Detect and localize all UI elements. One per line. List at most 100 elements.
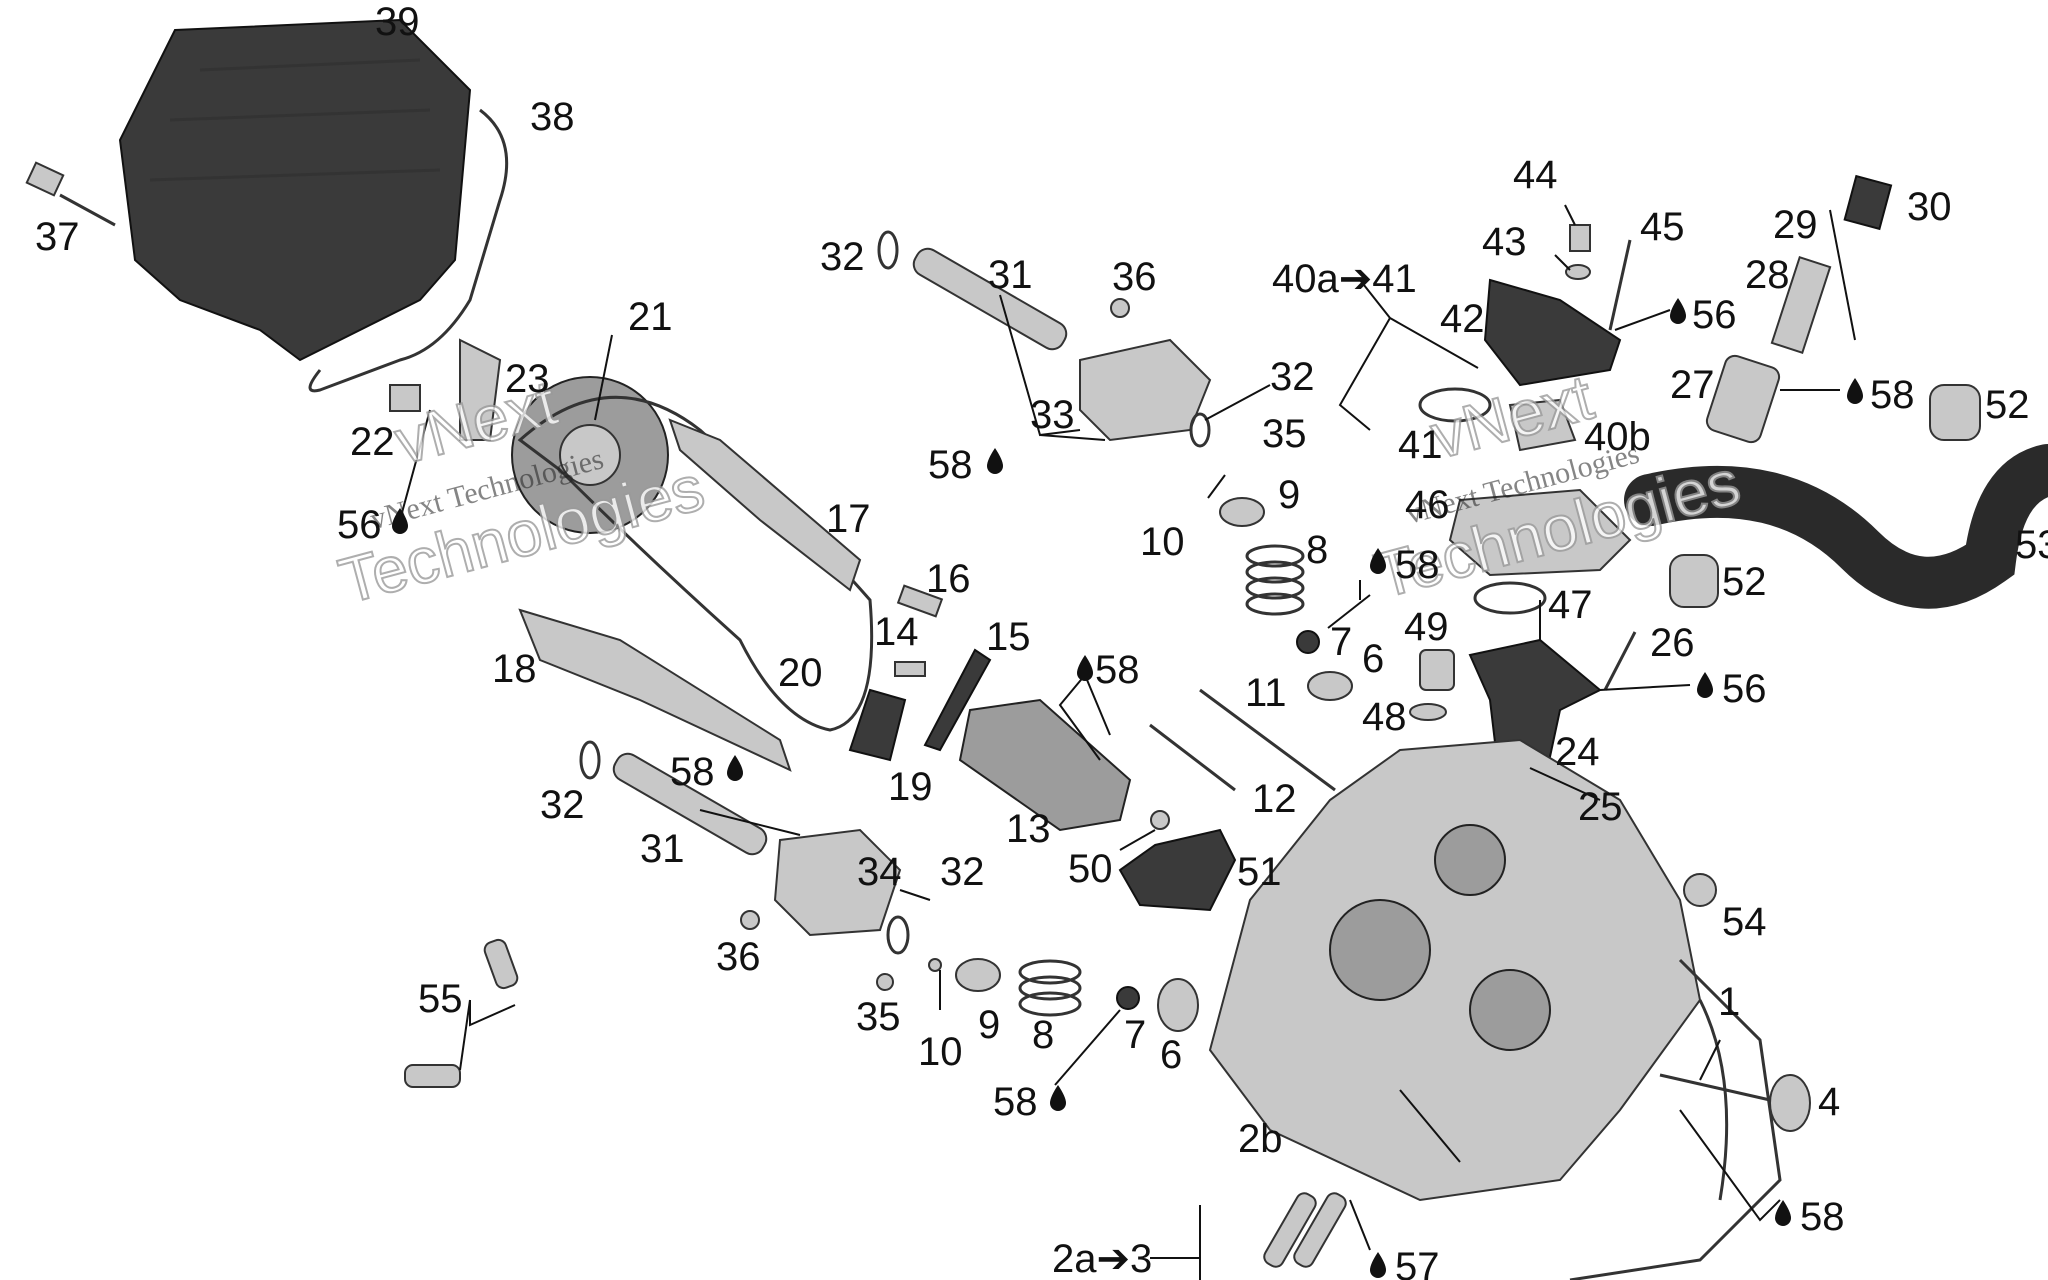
washer-upper-part <box>1307 671 1353 701</box>
tube-27-part <box>1705 354 1781 444</box>
tube-28-part <box>1770 255 1832 355</box>
oil-drop-icon <box>1670 298 1686 324</box>
callout-31: 31 <box>988 253 1033 297</box>
callout-58-e: 58 <box>993 1080 1038 1124</box>
callout-29: 29 <box>1773 203 1818 247</box>
tensioner-guide-part <box>518 608 792 772</box>
bolt-44-part <box>1569 224 1591 252</box>
oil-drop-icon <box>1370 1252 1386 1278</box>
hose-53-part <box>1624 444 2048 609</box>
clamp-52b-part <box>1669 554 1719 608</box>
callout-39: 39 <box>375 0 420 44</box>
callout-2a-to-3: 2a➔3 <box>1052 1237 1152 1280</box>
callout-57: 57 <box>1395 1245 1440 1280</box>
callout-58-c: 58 <box>1095 648 1140 692</box>
callout-53: 53 <box>2015 523 2048 567</box>
callout-50: 50 <box>1068 847 1113 891</box>
callout-58-g: 58 <box>1800 1195 1845 1239</box>
callout-35-b: 35 <box>856 995 901 1039</box>
callout-6-b: 6 <box>1160 1033 1182 1077</box>
clamp-52a-part <box>1929 384 1981 441</box>
callout-54: 54 <box>1722 900 1767 944</box>
callout-21: 21 <box>628 295 673 339</box>
oil-drop-icon <box>1050 1085 1066 1111</box>
oring-41-part <box>1418 387 1492 423</box>
callout-49: 49 <box>1404 605 1449 649</box>
oil-drop-icon <box>1077 655 1093 681</box>
callout-34: 34 <box>857 850 902 894</box>
callout-24: 24 <box>1555 730 1600 774</box>
thermostat-housing-part <box>1483 278 1622 387</box>
callout-1: 1 <box>1718 980 1740 1024</box>
adjuster-lower-part <box>876 973 894 991</box>
seal-lower-part <box>1116 986 1140 1010</box>
callout-58: 58 <box>928 443 973 487</box>
callout-51: 51 <box>1237 850 1282 894</box>
oil-drop-icon <box>1847 378 1863 404</box>
block-19-part <box>848 688 907 762</box>
callout-8-b: 8 <box>1032 1013 1054 1057</box>
callout-18: 18 <box>492 647 537 691</box>
callout-4: 4 <box>1818 1080 1840 1124</box>
sensor-51-part <box>1118 828 1237 912</box>
callout-36: 36 <box>1112 255 1157 299</box>
bolt-26-part <box>1603 631 1637 691</box>
washer-lower-part <box>1157 978 1199 1032</box>
callout-36-b: 36 <box>716 935 761 979</box>
callout-58-d: 58 <box>670 750 715 794</box>
long-bolt-12-part <box>1149 723 1236 792</box>
plug-49-part <box>1419 649 1455 691</box>
oil-drop-icon <box>1775 1200 1791 1226</box>
screw-50-part <box>1150 810 1170 830</box>
seal-upper-part <box>1296 630 1320 654</box>
washer-43-part <box>1565 264 1591 280</box>
leader-lines <box>399 204 1856 1280</box>
plug-54-part <box>1683 873 1717 907</box>
callout-40b: 40b <box>1584 415 1651 459</box>
spring-lower-part <box>1018 959 1082 1017</box>
retainer-lower-part <box>955 958 1001 992</box>
callout-23: 23 <box>505 357 550 401</box>
rocker-arm-lower-part <box>773 828 902 937</box>
callout-37: 37 <box>35 215 80 259</box>
oil-drop-icon <box>1370 548 1386 574</box>
plate-15-part <box>923 648 992 752</box>
housing-46-part <box>1448 488 1632 577</box>
spring-upper-part <box>1245 544 1305 616</box>
callout-17: 17 <box>826 497 871 541</box>
callout-47: 47 <box>1548 583 1593 627</box>
callout-26: 26 <box>1650 621 1695 665</box>
timing-chain-part <box>517 395 874 732</box>
callout-10: 10 <box>1140 520 1185 564</box>
callout-44: 44 <box>1513 153 1558 197</box>
keeper-lower-part <box>928 958 942 972</box>
callout-32-c: 32 <box>540 783 585 827</box>
callout-43: 43 <box>1482 220 1527 264</box>
retainer-upper-part <box>1219 497 1265 527</box>
callout-labels: 39 38 37 21 23 22 56 17 16 14 15 18 20 1… <box>35 0 2048 1280</box>
callout-10-b: 10 <box>918 1030 963 1074</box>
washer-48-part <box>1409 703 1447 721</box>
thermostat-40b-part <box>1508 398 1577 452</box>
callout-42: 42 <box>1440 297 1485 341</box>
callout-31-b: 31 <box>640 827 685 871</box>
chain-guide-part <box>668 418 862 592</box>
dowel-top-part <box>483 938 519 990</box>
valve-cover-part <box>118 18 472 362</box>
callout-46: 46 <box>1405 483 1450 527</box>
oil-drop-icon <box>392 508 408 534</box>
callout-13: 13 <box>1006 807 1051 851</box>
oring-47-part <box>1473 581 1547 615</box>
cylinder-head-part <box>1208 738 1702 1202</box>
callout-48: 48 <box>1362 695 1407 739</box>
callout-58-b: 58 <box>1395 543 1440 587</box>
cover-bolt-part <box>25 161 116 227</box>
callout-12: 12 <box>1252 777 1297 821</box>
callout-40a-to-41: 40a➔41 <box>1272 257 1417 301</box>
oil-drop-icon <box>727 755 743 781</box>
oring-upper-part <box>877 230 899 270</box>
callout-6: 6 <box>1362 637 1384 681</box>
callout-7-b: 7 <box>1124 1013 1146 1057</box>
